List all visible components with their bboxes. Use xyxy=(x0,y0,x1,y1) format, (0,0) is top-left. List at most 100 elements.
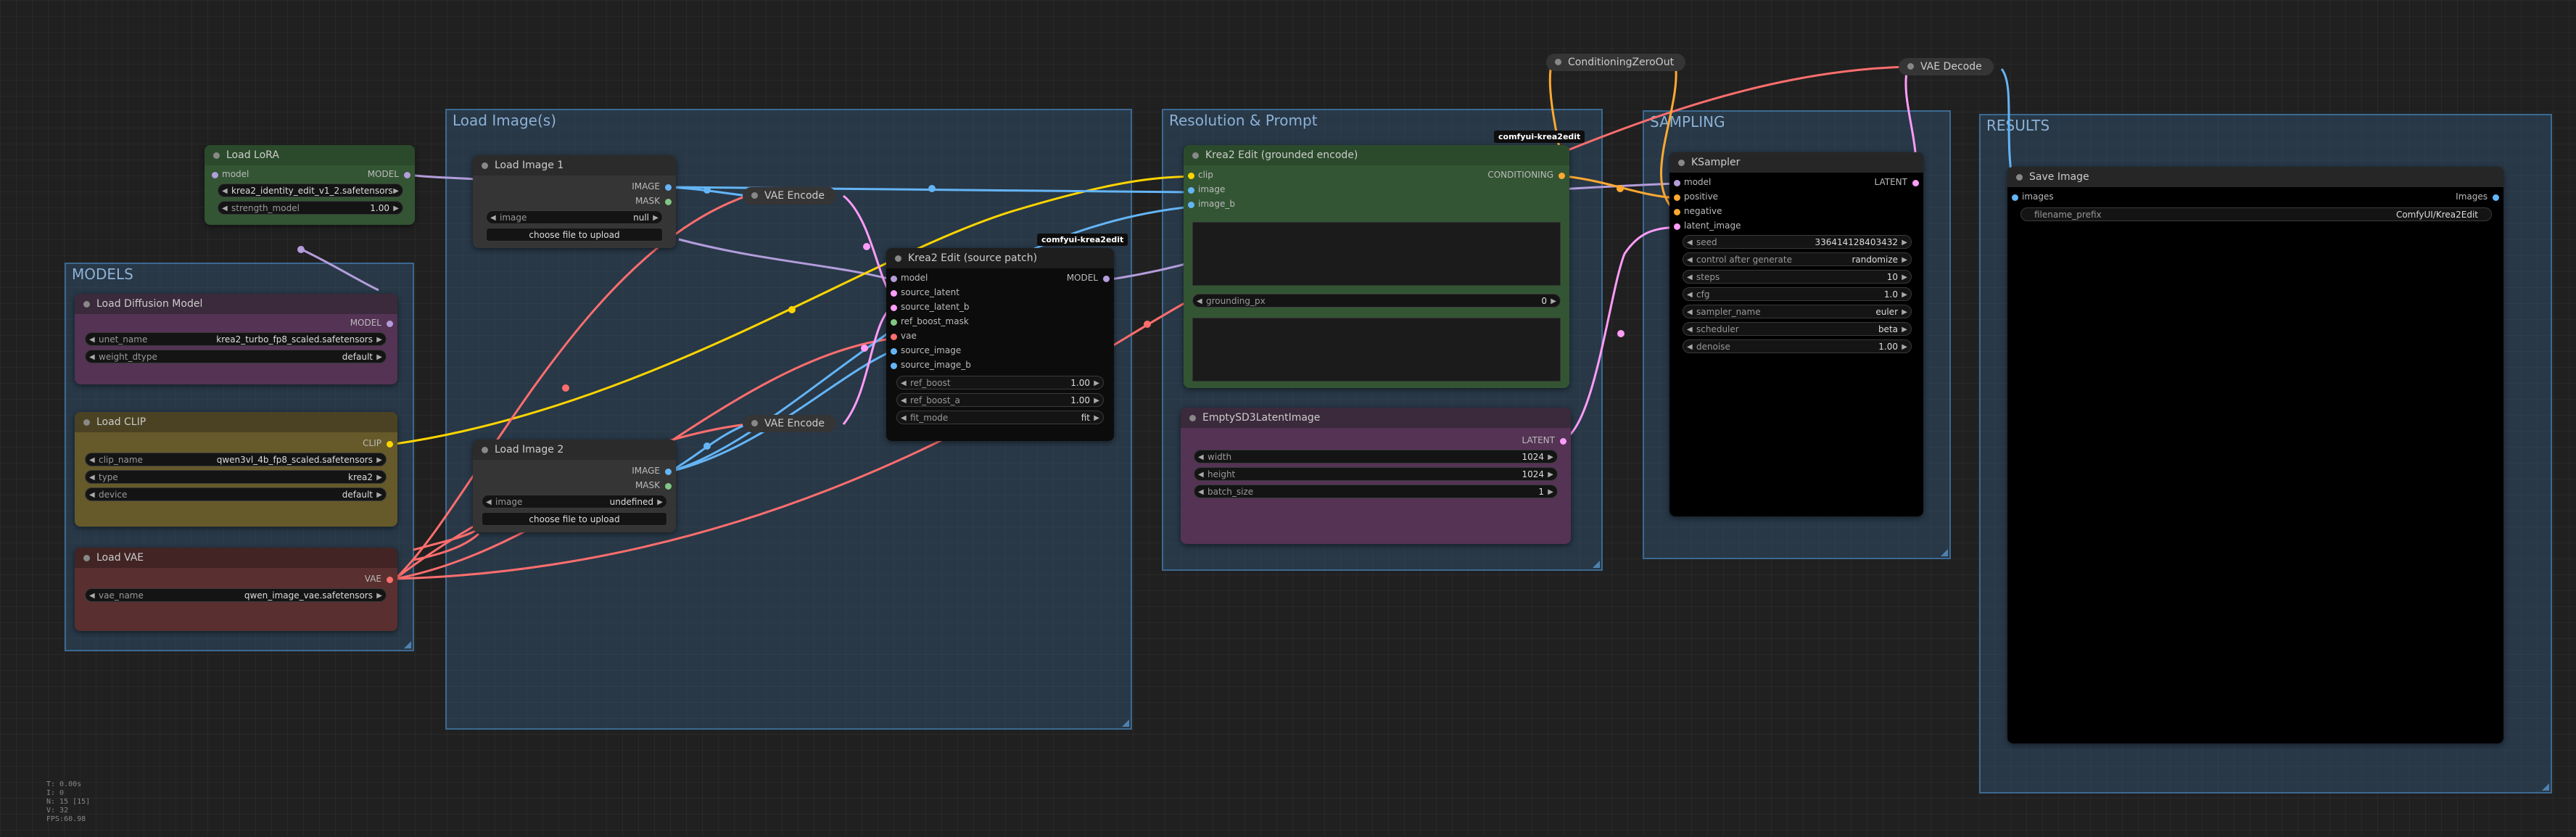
resize-grip[interactable] xyxy=(1941,549,1948,556)
input-pin-model[interactable] xyxy=(1674,180,1680,186)
node-source-patch[interactable]: Krea2 Edit (source patch) MODEL model so… xyxy=(886,248,1114,441)
collapse-dot[interactable] xyxy=(1189,415,1196,421)
node-title[interactable]: Load Diffusion Model xyxy=(75,294,397,314)
output-pin-image[interactable] xyxy=(665,184,672,191)
node-title[interactable]: Load LoRA xyxy=(205,145,415,165)
collapse-dot[interactable] xyxy=(83,301,90,308)
collapse-dot[interactable] xyxy=(482,162,488,169)
output-pin-model[interactable] xyxy=(1103,276,1110,282)
collapse-dot[interactable] xyxy=(2016,174,2023,181)
input-pin-images[interactable] xyxy=(2012,194,2018,201)
input-pin-negative[interactable] xyxy=(1674,209,1680,215)
collapse-dot[interactable] xyxy=(482,447,488,453)
resize-grip[interactable] xyxy=(404,641,411,648)
input-pin-model[interactable] xyxy=(891,276,897,282)
collapse-dot[interactable] xyxy=(1907,63,1914,70)
node-conditioning-zero-out[interactable]: ConditioningZeroOut xyxy=(1546,54,1686,71)
output-pin-clip[interactable] xyxy=(387,441,393,448)
input-pin-positive[interactable] xyxy=(1674,194,1680,201)
input-pin-ref-boost-mask[interactable] xyxy=(891,319,897,326)
node-save-image[interactable]: Save Image images Images filename_prefix… xyxy=(2007,167,2503,743)
node-title[interactable]: Load Image 1 xyxy=(473,155,676,176)
output-pin-image[interactable] xyxy=(665,469,672,475)
node-grounded-encode[interactable]: Krea2 Edit (grounded encode) CONDITIONIN… xyxy=(1184,145,1569,388)
input-pin-image[interactable] xyxy=(1188,187,1194,194)
input-pin-image-b[interactable] xyxy=(1188,202,1194,208)
collapse-dot[interactable] xyxy=(1678,160,1685,166)
node-load-lora[interactable]: Load LoRA model MODEL ◀krea2_identity_ed… xyxy=(205,145,415,225)
upload-button[interactable]: choose file to upload xyxy=(482,512,667,526)
collapse-dot[interactable] xyxy=(83,419,90,426)
input-pin-source-latent-b[interactable] xyxy=(891,305,897,311)
node-title[interactable]: Load CLIP xyxy=(75,412,397,432)
node-title[interactable]: KSampler xyxy=(1669,152,1923,173)
collapse-dot[interactable] xyxy=(213,152,220,159)
node-title[interactable]: EmptySD3LatentImage xyxy=(1181,408,1571,428)
negative-textarea[interactable] xyxy=(1192,318,1561,382)
input-pin-clip[interactable] xyxy=(1188,173,1194,179)
collapse-dot[interactable] xyxy=(751,192,758,199)
node-vae-encode-1[interactable]: VAE Encode xyxy=(743,187,837,205)
output-pin-latent[interactable] xyxy=(1912,180,1919,186)
node-title[interactable]: Load VAE xyxy=(75,548,397,568)
input-pin-latent-image[interactable] xyxy=(1674,223,1680,230)
output-pin-model[interactable] xyxy=(387,321,393,327)
output-pin-model[interactable] xyxy=(404,172,410,178)
output-pin-conditioning[interactable] xyxy=(1559,173,1565,179)
input-pin-model[interactable] xyxy=(212,172,218,178)
node-title[interactable]: Krea2 Edit (source patch) xyxy=(886,248,1114,268)
node-vae-decode[interactable]: VAE Decode xyxy=(1899,58,1994,75)
output-pin-images[interactable] xyxy=(2493,194,2499,201)
node-title[interactable]: Load Image 2 xyxy=(473,440,676,460)
output-pin-mask[interactable] xyxy=(665,199,672,205)
resize-grip[interactable] xyxy=(2542,783,2549,791)
output-pin-latent[interactable] xyxy=(1560,438,1566,445)
lora-name-combo[interactable]: ◀krea2_identity_edit_v1_2.safetensors▶ xyxy=(218,184,403,197)
collapse-dot[interactable] xyxy=(751,420,758,426)
collapse-dot[interactable] xyxy=(1192,152,1199,159)
node-ksampler[interactable]: KSampler LATENT model positive negative … xyxy=(1669,152,1923,516)
output-pin-mask[interactable] xyxy=(665,483,672,490)
resize-grip[interactable] xyxy=(1593,561,1600,568)
node-title[interactable]: Krea2 Edit (grounded encode) xyxy=(1184,145,1569,165)
input-pin-source-image[interactable] xyxy=(891,348,897,355)
input-pin-vae[interactable] xyxy=(891,334,897,340)
collapse-dot[interactable] xyxy=(1555,59,1561,65)
collapse-dot[interactable] xyxy=(895,255,901,262)
upload-button[interactable]: choose file to upload xyxy=(486,228,663,242)
node-vae-encode-2[interactable]: VAE Encode xyxy=(743,415,837,432)
prompt-textarea[interactable] xyxy=(1192,222,1561,286)
resize-grip[interactable] xyxy=(1122,720,1129,727)
